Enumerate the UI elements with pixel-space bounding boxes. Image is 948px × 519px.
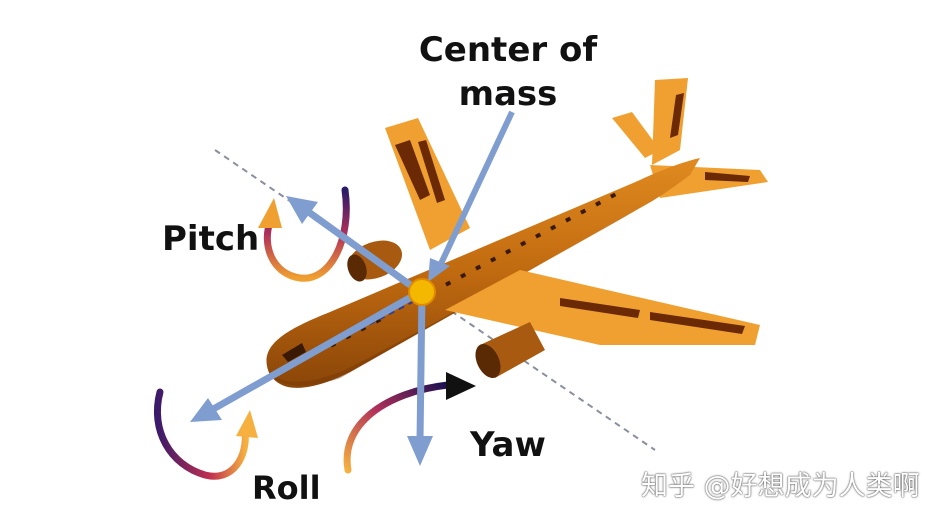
longitudinal-axis-dashed-line [261,291,433,381]
yaw-axis-arrow [407,291,433,466]
center-of-mass-label-line1: Center of [418,30,598,70]
center-of-mass-label-line2: mass [458,74,558,114]
pitch-axis-arrow [286,196,423,295]
roll-rotation-arrow [153,388,258,480]
center-of-mass-label: Center of mass [408,28,608,116]
center-of-mass-pointer [428,110,515,282]
watermark: 知乎 @好想成为人类啊 [641,471,920,502]
fuselage [266,158,700,388]
roll-axis-arrow [190,288,422,422]
lower-engine [475,322,545,378]
pitch-rotation-arrow [258,186,350,282]
pitch-label: Pitch [162,219,260,259]
yaw-rotation-arrow [343,372,476,474]
roll-label: Roll [252,469,321,507]
yaw-label: Yaw [470,425,546,465]
tail [612,78,768,198]
center-of-mass-dot [408,278,436,306]
upper-wing [385,118,470,250]
